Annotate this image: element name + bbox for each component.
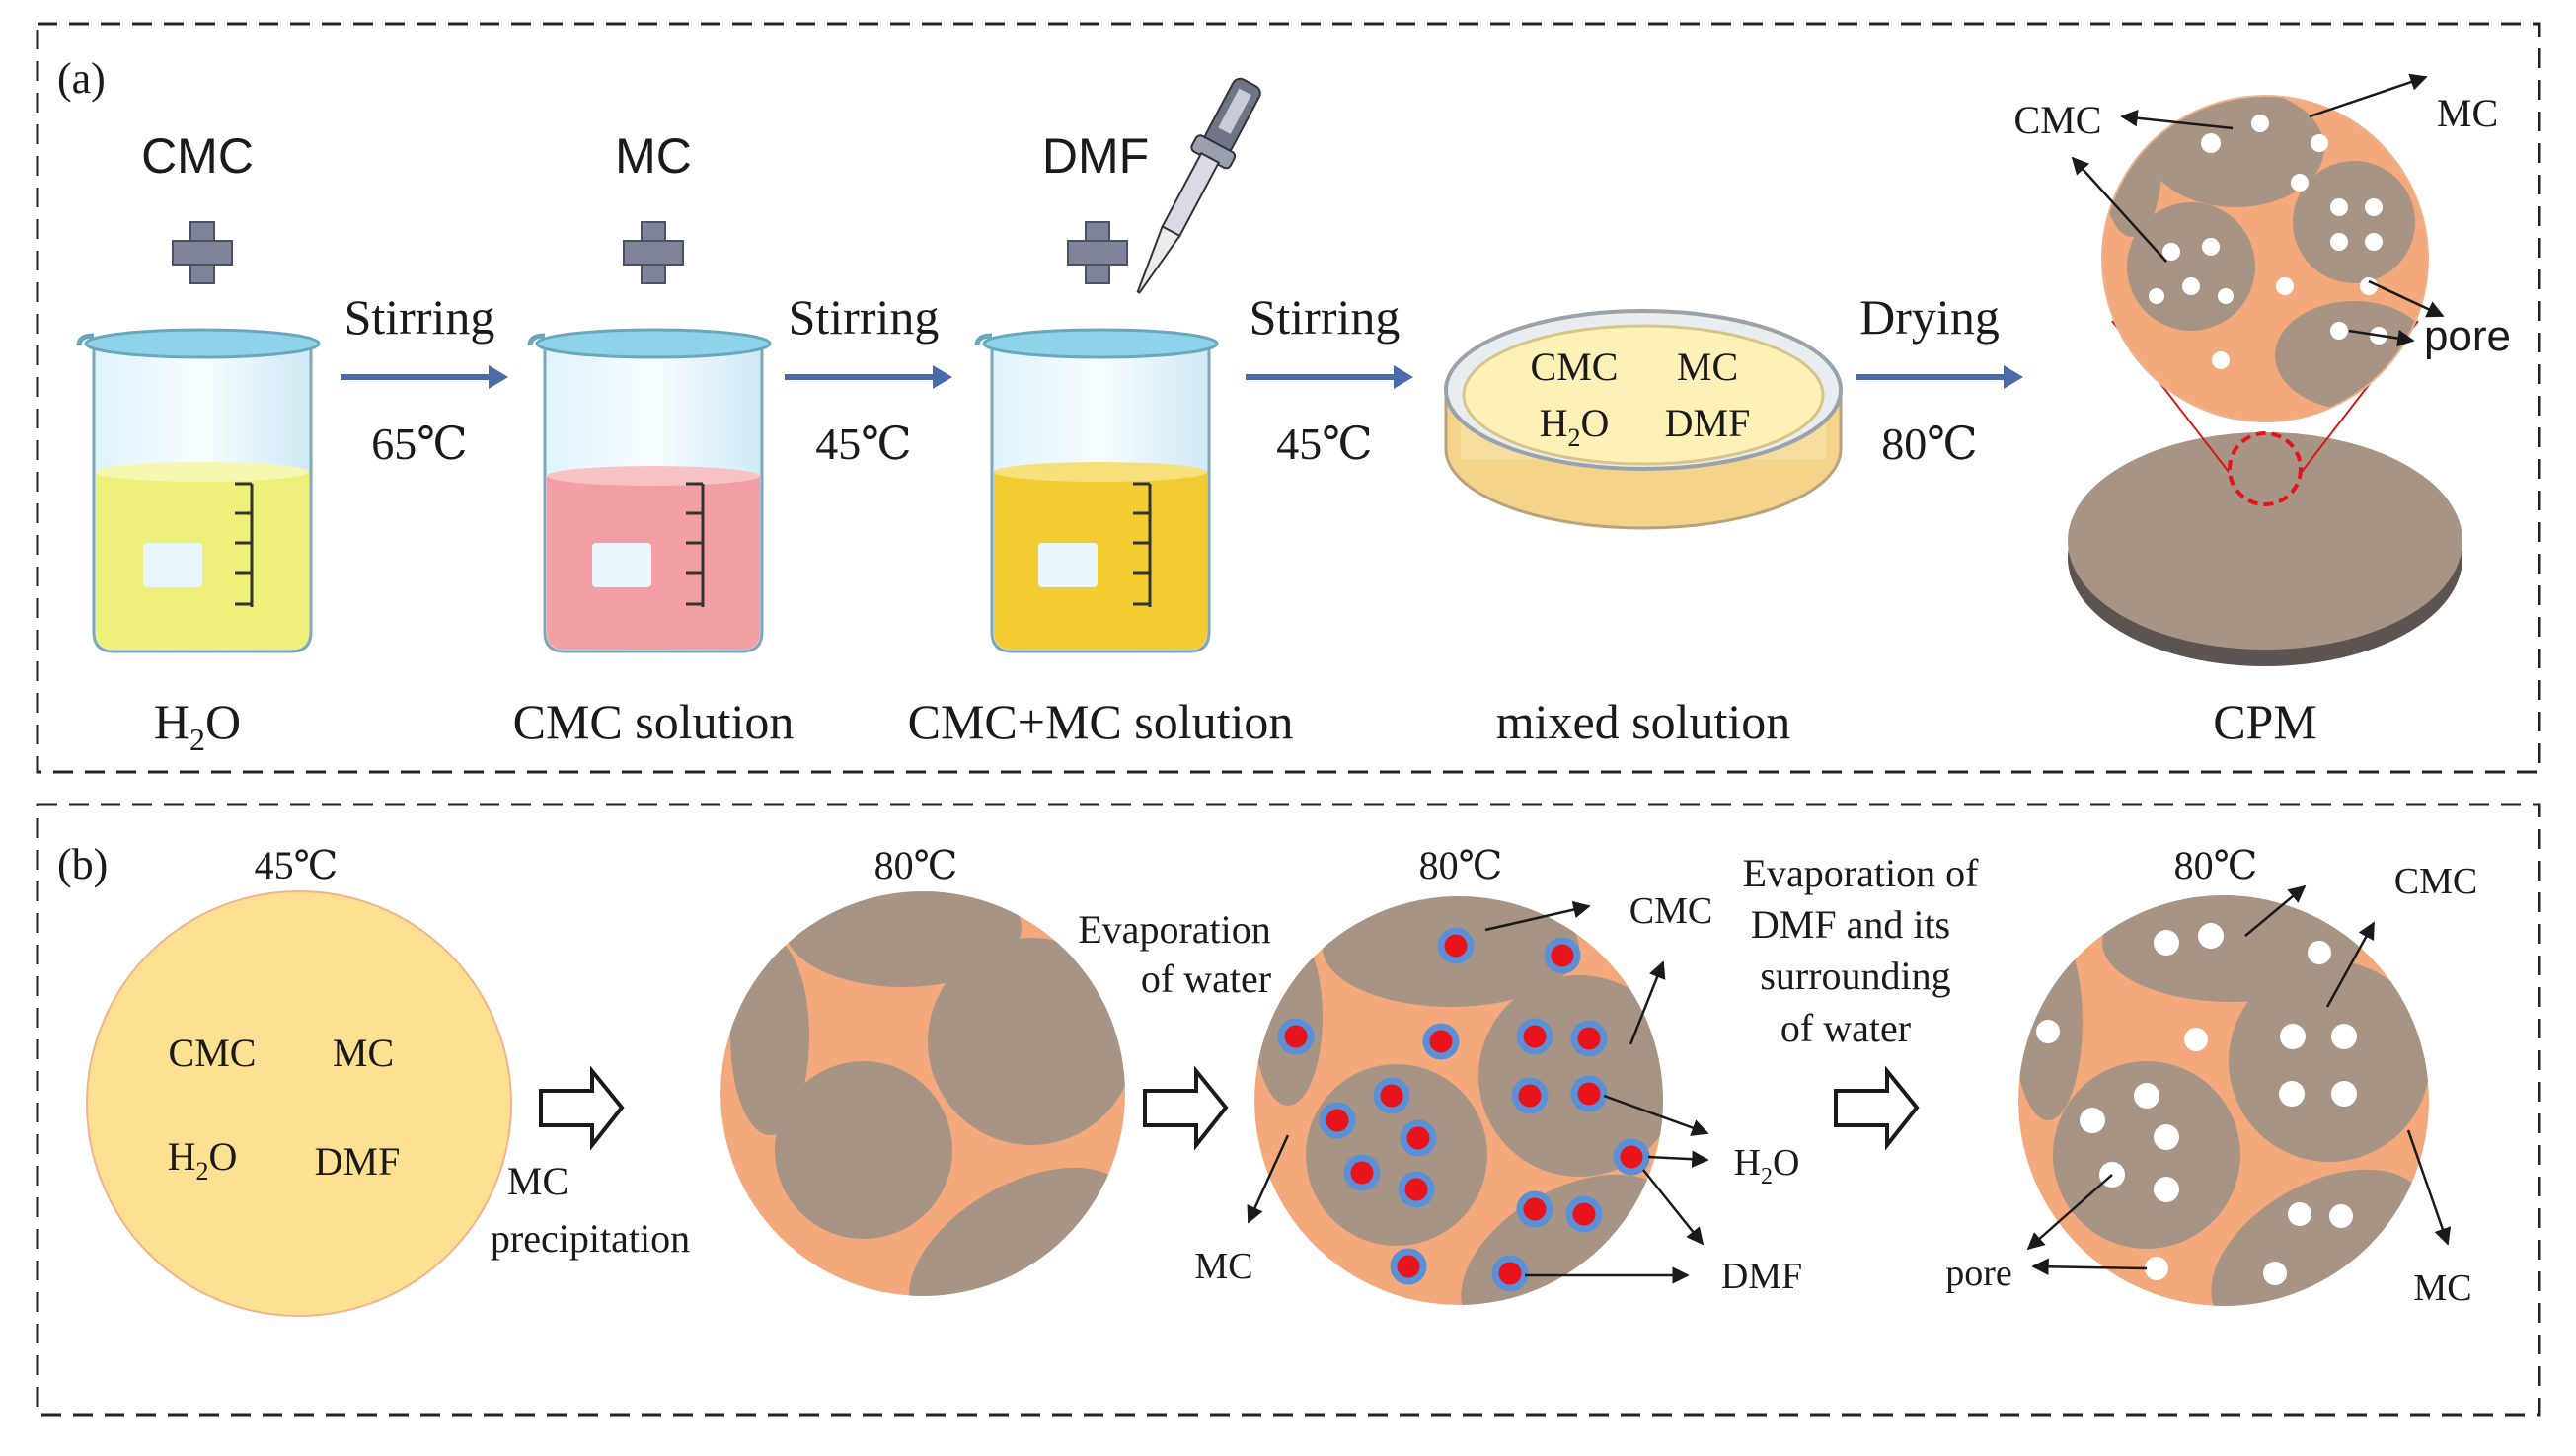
stage-1-solution: 45℃ CMC MC H2O DMF [86, 843, 512, 1317]
caption-h2o: H2O [154, 694, 241, 757]
panel-a-frame [36, 22, 2541, 774]
reagent-cmc: CMC [141, 128, 254, 184]
step-arrow-1: MC precipitation [491, 1065, 690, 1261]
panel-b-label: (b) [57, 840, 108, 888]
svg-text:Stirring: Stirring [344, 289, 495, 345]
svg-text:Evaporation: Evaporation [1078, 907, 1271, 952]
dmf-droplets [1277, 927, 1650, 1292]
svg-text:MC: MC [1677, 345, 1738, 389]
svg-text:MC: MC [2413, 1267, 2471, 1309]
svg-text:Stirring: Stirring [1250, 289, 1401, 345]
caption-mixed-solution: mixed solution [1496, 694, 1791, 749]
panel-a-label: (a) [57, 54, 106, 103]
svg-text:H2O: H2O [168, 1134, 238, 1186]
svg-text:Drying: Drying [1859, 289, 2000, 345]
svg-text:of water: of water [1141, 957, 1271, 1001]
plus-icon [623, 221, 684, 284]
svg-text:MC: MC [333, 1031, 394, 1075]
svg-text:precipitation: precipitation [491, 1216, 690, 1261]
cpm-membrane: CMC MC pore CPM [2014, 73, 2511, 749]
process-arrow-4: Drying 80℃ [1856, 289, 2023, 469]
stage-4-pores: 80℃ CMC pore MC [1945, 843, 2477, 1309]
plus-icon [172, 221, 233, 284]
svg-text:surrounding: surrounding [1760, 954, 1950, 998]
svg-text:65℃: 65℃ [371, 419, 467, 469]
panel-b-frame [36, 803, 2541, 1417]
svg-text:45℃: 45℃ [815, 419, 911, 469]
reagent-dmf: DMF [1042, 128, 1149, 184]
beaker-2: MC CMC solution [513, 128, 795, 749]
svg-text:45℃: 45℃ [255, 843, 339, 887]
step-arrow-3: Evaporation of DMF and its surrounding o… [1743, 851, 1979, 1151]
svg-text:Evaporation of: Evaporation of [1743, 851, 1979, 895]
svg-text:CMC: CMC [1531, 345, 1619, 389]
process-arrow-3: Stirring 45℃ [1246, 289, 1413, 469]
petri-dish: CMC MC H2O DMF mixed solution [1444, 309, 1843, 749]
svg-text:MC: MC [1194, 1246, 1252, 1287]
plus-icon [1067, 221, 1128, 284]
svg-text:80℃: 80℃ [1881, 419, 1977, 469]
svg-text:H2O: H2O [1540, 401, 1610, 452]
svg-text:80℃: 80℃ [2174, 843, 2258, 887]
svg-text:Stirring: Stirring [789, 289, 940, 345]
svg-text:DMF and its: DMF and its [1751, 902, 1950, 947]
beaker-3: DMF CMC+MC solution [908, 77, 1294, 749]
svg-text:DMF: DMF [315, 1139, 401, 1184]
svg-text:80℃: 80℃ [1419, 843, 1503, 887]
caption-cpm: CPM [2213, 694, 2317, 749]
svg-text:CMC: CMC [2014, 98, 2102, 142]
svg-text:pore: pore [1945, 1253, 2012, 1294]
svg-text:CMC: CMC [2394, 861, 2477, 902]
process-arrow-1: Stirring 65℃ [341, 289, 508, 469]
svg-text:80℃: 80℃ [874, 843, 958, 887]
svg-text:CMC: CMC [1629, 890, 1712, 932]
caption-cmc-solution: CMC solution [513, 694, 795, 749]
reagent-mc: MC [615, 128, 692, 184]
svg-text:DMF: DMF [1665, 401, 1751, 445]
svg-text:CMC: CMC [169, 1031, 257, 1075]
step-arrow-2: Evaporation of water [1078, 907, 1271, 1151]
svg-text:H2O: H2O [1734, 1142, 1800, 1189]
svg-text:DMF: DMF [1721, 1256, 1802, 1297]
beaker-1: CMC H2O [76, 128, 321, 757]
liquid [994, 472, 1207, 650]
stage-3-droplets: 80℃ CMC H2O DMF MC [1194, 843, 1802, 1305]
stage-2-precipitation: 80℃ [720, 843, 1125, 1296]
svg-text:MC: MC [2437, 91, 2498, 135]
svg-text:pore: pore [2424, 312, 2511, 360]
svg-text:of water: of water [1780, 1006, 1911, 1050]
process-arrow-2: Stirring 45℃ [785, 289, 952, 469]
caption-cmc-mc-solution: CMC+MC solution [908, 694, 1294, 749]
pores [2036, 923, 2357, 1285]
pipette-icon [1136, 77, 1261, 294]
liquid [547, 476, 760, 650]
svg-text:45℃: 45℃ [1276, 419, 1372, 469]
svg-text:MC: MC [507, 1159, 568, 1203]
